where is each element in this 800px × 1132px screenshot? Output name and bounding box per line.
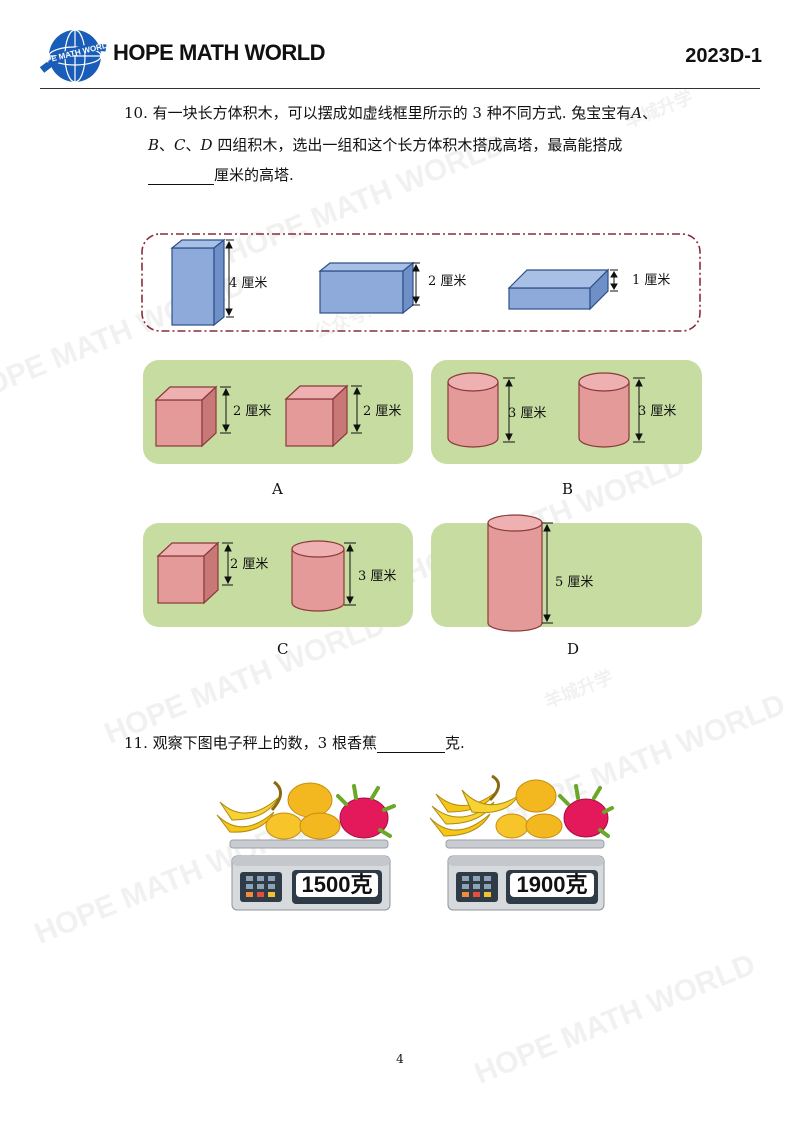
watermark-text: 羊城升学 <box>541 666 616 713</box>
option-c-label-2: 3 厘米 <box>358 569 397 584</box>
logo-text: HOPE MATH WORLD <box>113 40 326 65</box>
q10-line-3: 厘米的高塔. <box>148 166 294 185</box>
dimension-arrow <box>542 522 553 624</box>
dragon-fruit-icon <box>558 784 614 838</box>
option-c-figure <box>156 540 356 612</box>
option-b-label-1: 3 厘米 <box>508 406 547 421</box>
option-c-label-1: 2 厘米 <box>230 557 269 572</box>
dimension-arrow <box>225 239 234 318</box>
option-a-label-1: 2 厘米 <box>233 404 272 419</box>
orientation-2-height-label: 2 厘米 <box>428 274 467 289</box>
option-b-label-2: 3 厘米 <box>638 404 677 419</box>
dimension-arrow <box>222 542 233 586</box>
keypad-icon <box>462 876 491 897</box>
banana-icon <box>216 780 282 833</box>
block-on-side <box>318 261 415 315</box>
q11-text-2: 克. <box>444 734 465 752</box>
q10-line-1: 10. 有一块长方体积木，可以摆成如虚线框里所示的 3 种不同方式. 兔宝宝有A… <box>124 104 658 122</box>
block-lying-flat <box>507 268 610 311</box>
mango-icon <box>265 782 341 840</box>
q11-text-1: 观察下图电子秤上的数，3 根香蕉 <box>152 734 377 752</box>
dimension-arrow <box>220 386 231 434</box>
option-a-label-2: 2 厘米 <box>363 404 402 419</box>
document-code: 2023D-1 <box>685 45 762 67</box>
option-a-letter: A <box>272 480 283 498</box>
dimension-arrow <box>412 262 420 306</box>
option-d-panel[interactable] <box>431 523 702 627</box>
q11-answer-blank[interactable] <box>376 734 445 753</box>
dimension-arrow <box>610 269 618 292</box>
q10-number: 10. <box>124 104 148 122</box>
option-c-letter: C <box>277 640 289 658</box>
orientations-frame <box>141 233 701 332</box>
block-standing-tall <box>170 238 226 327</box>
option-d-label-1: 5 厘米 <box>555 575 594 590</box>
dimension-arrow <box>503 377 515 443</box>
cylinder <box>291 540 345 612</box>
dimension-arrow <box>633 377 645 443</box>
header-divider <box>40 88 760 89</box>
cube <box>284 384 349 448</box>
cube <box>154 385 218 448</box>
watermark-text: HOPE MATH WORLD <box>100 607 390 751</box>
cylinder <box>447 372 499 448</box>
orientation-3-height-label: 1 厘米 <box>632 273 671 288</box>
cylinder <box>578 372 630 448</box>
scale-2-reading: 1900克 <box>510 873 594 897</box>
option-d-letter: D <box>567 640 580 658</box>
orientation-1-height-label: 4 厘米 <box>229 276 268 291</box>
keypad-icon <box>246 876 275 897</box>
option-b-letter: B <box>562 480 574 498</box>
q10-text-1: 有一块长方体积木，可以摆成如虚线框里所示的 3 种不同方式. 兔宝宝有 <box>152 104 632 122</box>
dragon-fruit-icon <box>336 784 396 839</box>
page-number: 4 <box>396 1052 404 1066</box>
globe-logo-icon: HOPE MATH WORLD <box>38 29 108 83</box>
q10-option-b-ref: B <box>148 136 160 154</box>
tall-cylinder <box>487 514 543 632</box>
q10-answer-blank[interactable] <box>148 166 214 185</box>
q10-text-2: 四组积木，选出一组和这个长方体积木搭成高塔，最高能搭成 <box>217 136 623 154</box>
q10-option-d-ref: D <box>200 136 213 154</box>
scale-1-reading: 1500克 <box>296 873 378 897</box>
mango-icon <box>495 779 563 839</box>
option-b-figure <box>447 372 645 448</box>
q11-number: 11. <box>124 734 148 752</box>
watermark-text: HOPE MATH WORLD <box>470 947 760 1091</box>
dimension-arrow <box>344 542 356 606</box>
option-d-figure <box>487 514 553 632</box>
q10-text-3: 厘米的高塔. <box>214 166 294 184</box>
option-a-figure <box>154 384 362 448</box>
q10-option-a-ref: A <box>631 104 643 122</box>
dimension-arrow <box>351 385 362 434</box>
q10-option-c-ref: C <box>174 136 186 154</box>
cube <box>156 541 220 605</box>
banana-icon <box>429 774 519 837</box>
q11-line: 11. 观察下图电子秤上的数，3 根香蕉 克. <box>124 734 465 753</box>
q10-line-2: B、C、D 四组积木，选出一组和这个长方体积木搭成高塔，最高能搭成 <box>148 136 623 154</box>
